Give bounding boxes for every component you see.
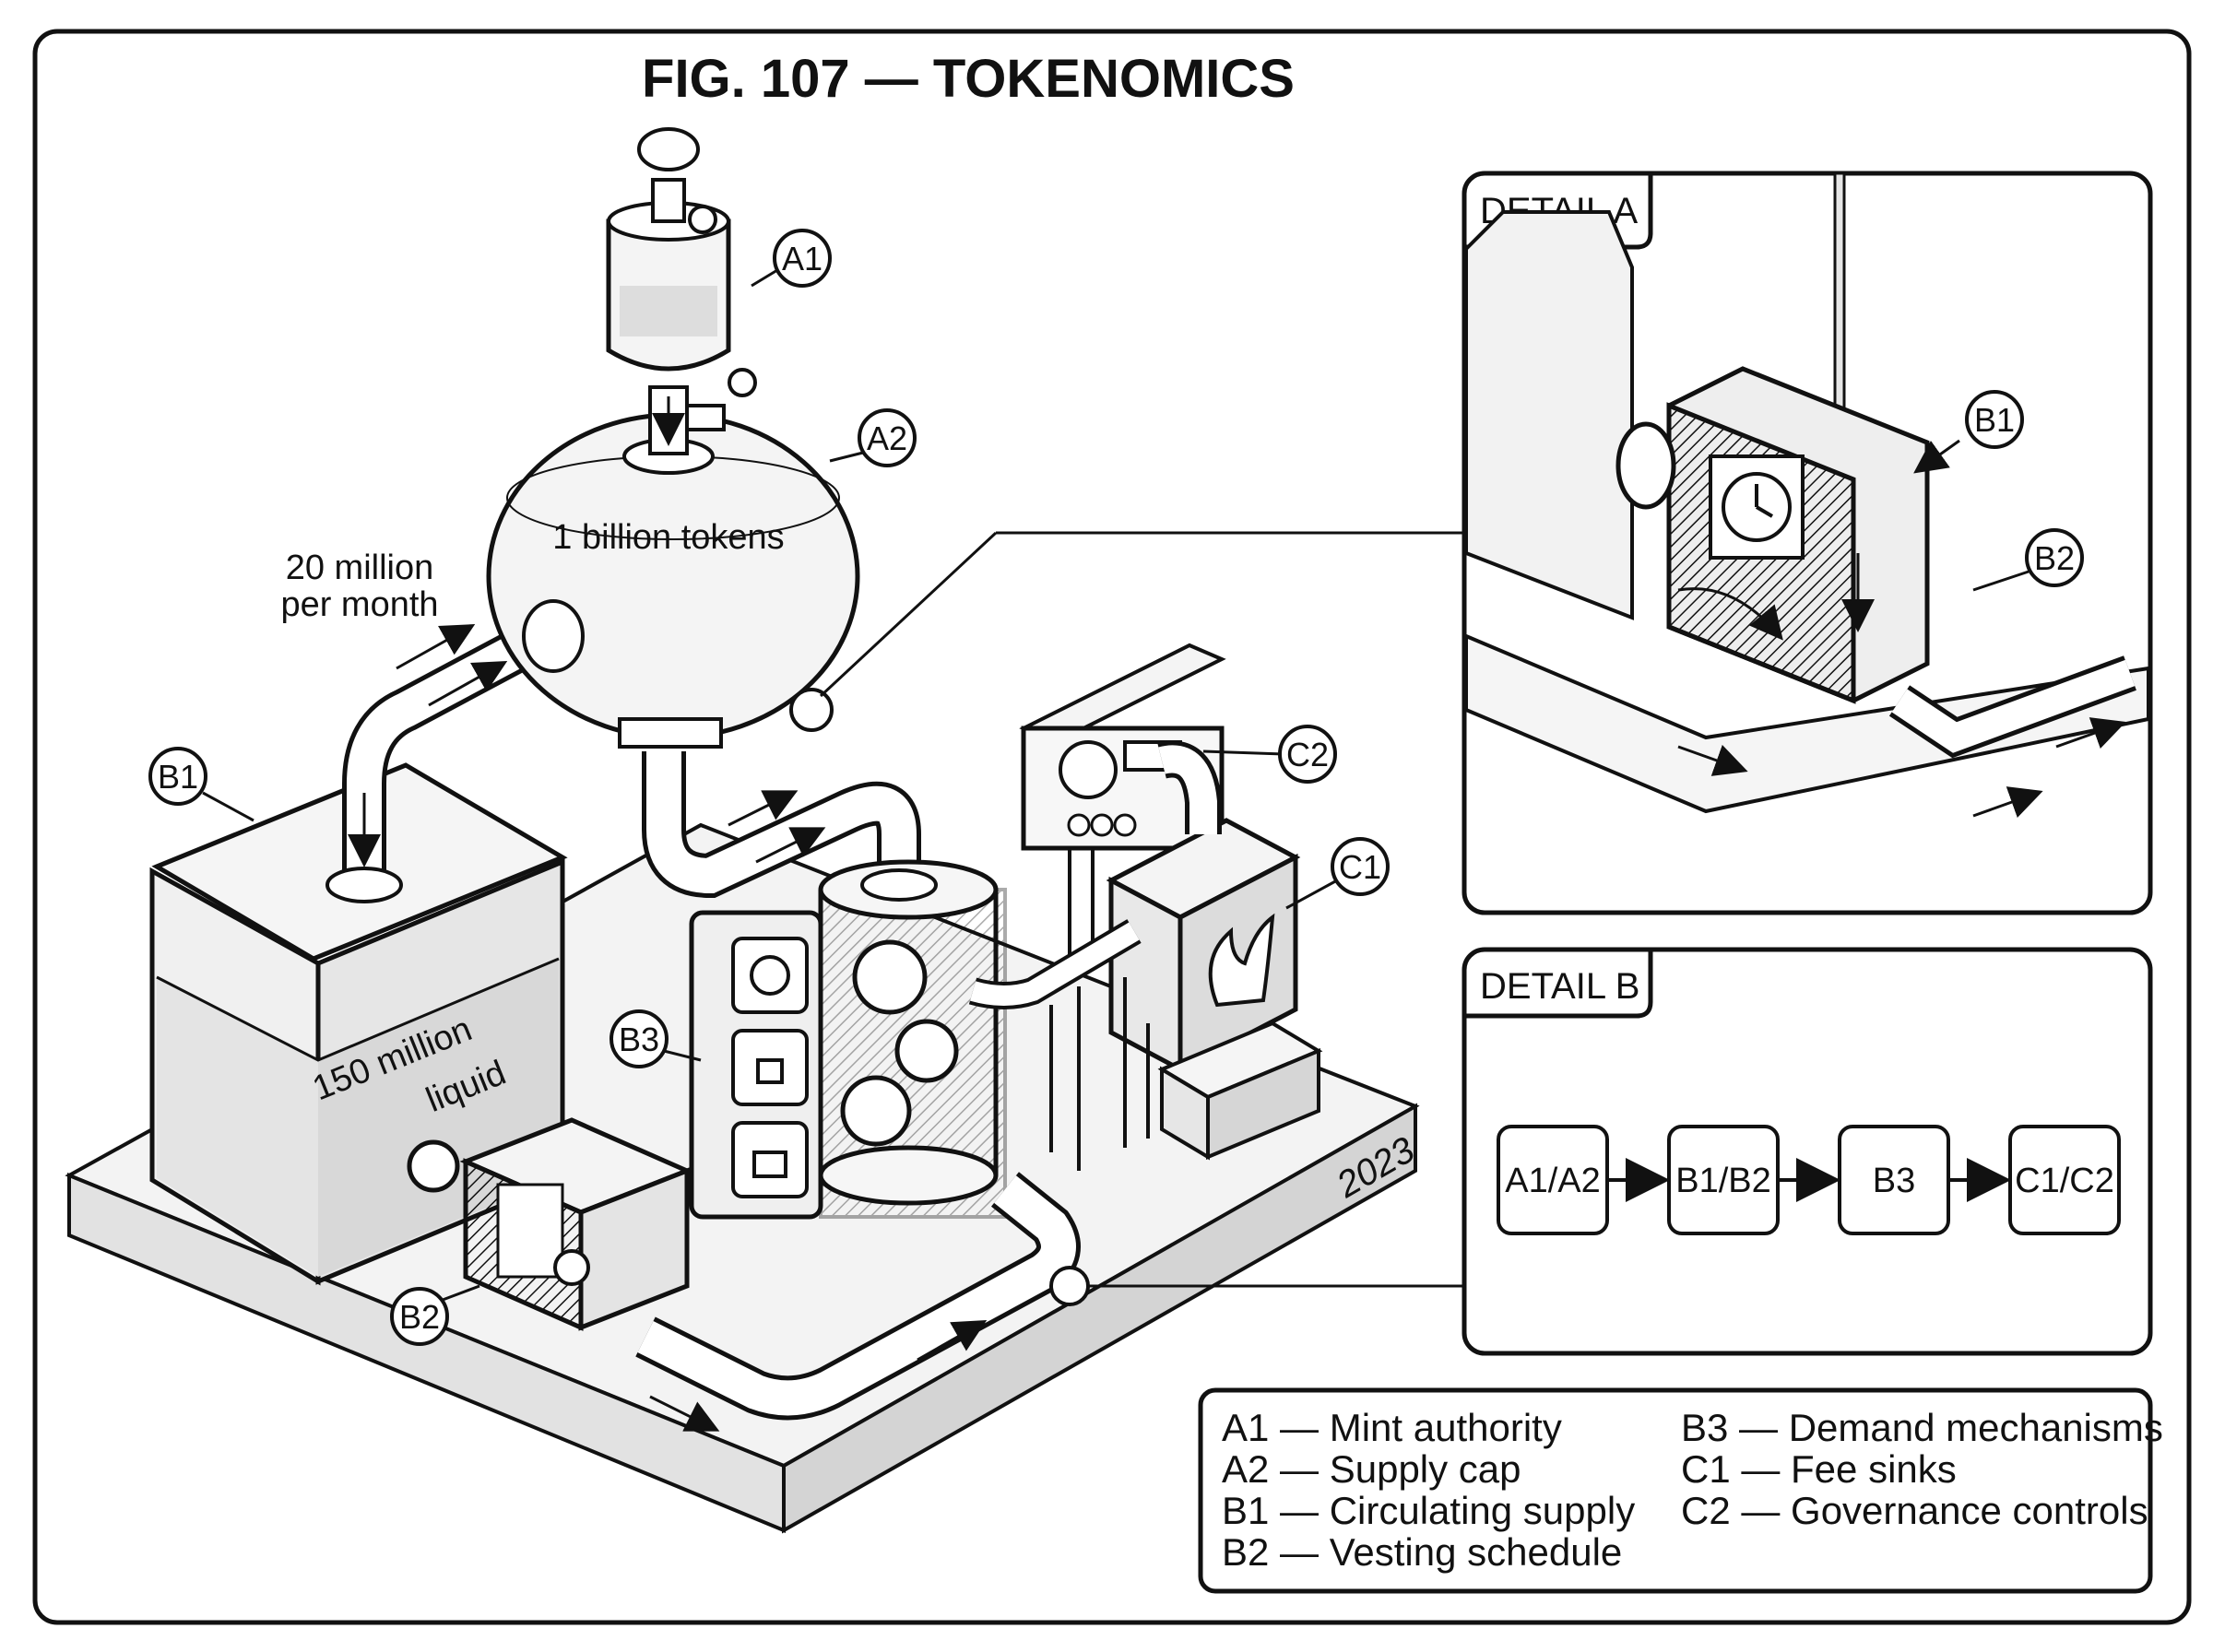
callout-b1-label: B1: [158, 758, 198, 796]
detail-b-panel: DETAIL B A1/A2 B1/B2 B3 C1/C2: [1462, 947, 2153, 1356]
flow-step-2-label: B1/B2: [1675, 1162, 1771, 1200]
legend-item-b3: B3 — Demand mechanisms: [1681, 1406, 2163, 1449]
legend-item-a1: A1 — Mint authority: [1222, 1406, 1562, 1449]
legend-item-b2: B2 — Vesting schedule: [1222, 1530, 1622, 1574]
detail-b-marker: [1049, 1266, 1090, 1306]
callout-b2-label: B2: [399, 1298, 440, 1336]
callout-c2: C2: [1202, 725, 1337, 784]
supply-outlet-pipe: [642, 751, 921, 899]
detail-b-title: DETAIL B: [1480, 966, 1639, 1007]
callout-c1: C1: [1285, 837, 1390, 910]
callout-b3: B3: [609, 1009, 702, 1068]
legend-item-c2: C2 — Governance controls: [1681, 1489, 2148, 1532]
legend-box: A1 — Mint authority A2 — Supply cap B1 —…: [1198, 1387, 2163, 1594]
detail-a-callout-b1: B1: [1913, 390, 2024, 474]
callout-a1-label: A1: [782, 240, 822, 277]
detail-a-callout-b2: B2: [1972, 528, 2084, 592]
mint-authority-valve: [606, 127, 757, 475]
emission-rate-line2: per month: [280, 585, 438, 624]
emission-pipe: [325, 616, 555, 903]
detail-a-callout-b2-label: B2: [2034, 539, 2075, 577]
legend-item-c1: C1 — Fee sinks: [1681, 1447, 1957, 1491]
callout-a1: A1: [751, 229, 832, 288]
callout-a2-label: A2: [867, 419, 907, 457]
callout-c2-label: C2: [1286, 736, 1329, 773]
callout-a2: A2: [829, 408, 917, 467]
flow-step-3: B3: [1838, 1125, 1950, 1235]
flow-step-1: A1/A2: [1497, 1125, 1609, 1235]
vesting-schedule-box: [407, 1117, 693, 1331]
flow-step-4: C1/C2: [2008, 1125, 2121, 1235]
figure-title: FIG. 107 — TOKENOMICS: [642, 49, 1295, 109]
supply-cap-sphere: [486, 412, 860, 749]
detail-a-leader: [819, 531, 998, 698]
callout-b2: B2: [390, 1284, 480, 1346]
flow-step-1-label: A1/A2: [1505, 1162, 1601, 1200]
flow-step-4-label: C1/C2: [2015, 1162, 2114, 1200]
detail-a-marker: [789, 688, 834, 732]
callout-b3-label: B3: [619, 1021, 659, 1058]
flow-step-2: B1/B2: [1667, 1125, 1780, 1235]
callout-b1: B1: [148, 747, 254, 822]
callout-c1-label: C1: [1339, 848, 1381, 886]
supply-cap-label: 1 billion tokens: [552, 518, 784, 557]
detail-a-callout-b1-label: B1: [1974, 401, 2015, 439]
legend-item-b1: B1 — Circulating supply: [1222, 1489, 1635, 1532]
machine-illustration: 2023 150 million liquid 20 million per m…: [65, 127, 1464, 1534]
flow-step-3-label: B3: [1873, 1162, 1915, 1200]
demand-mechanisms-block: [689, 859, 1007, 1220]
emission-rate-line1: 20 million: [286, 549, 434, 587]
fee-sinks-furnace: [968, 740, 1323, 1171]
legend-item-a2: A2 — Supply cap: [1222, 1447, 1521, 1491]
governance-controls-panel: [1019, 643, 1226, 968]
distribution-pipe: [635, 1172, 1081, 1432]
outer-frame: [32, 29, 2192, 1625]
detail-a-illustration: [1464, 171, 2150, 819]
detail-a-panel: DETAIL A B1 B2: [1462, 171, 2153, 915]
